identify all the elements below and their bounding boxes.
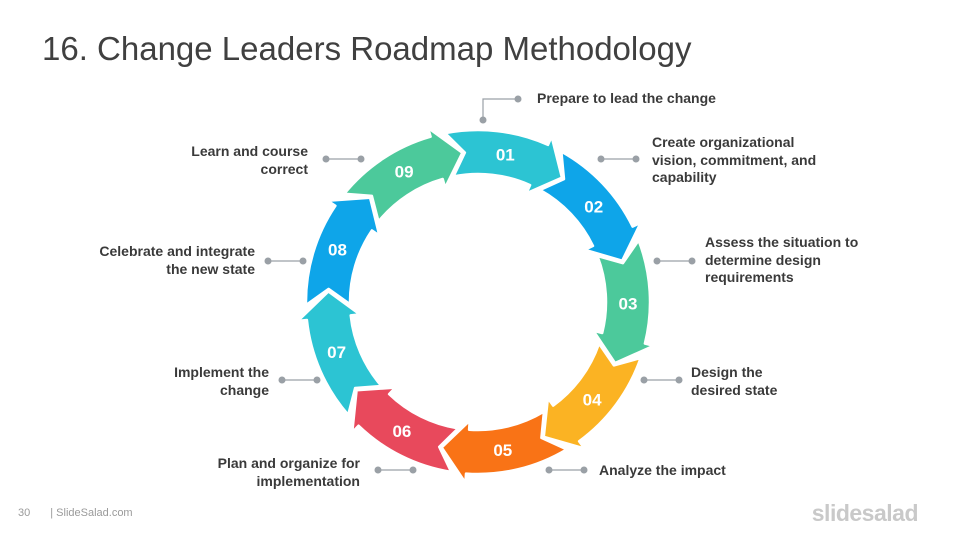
connector-dot bbox=[597, 155, 605, 163]
step-number-06: 06 bbox=[392, 422, 411, 441]
step-arrow-09 bbox=[343, 126, 464, 223]
step-label-04: Design the desired state bbox=[691, 364, 778, 398]
step-arrow-05 bbox=[440, 410, 568, 484]
step-number-02: 02 bbox=[584, 198, 603, 217]
connector-dot bbox=[313, 376, 321, 384]
slide-title: 16. Change Leaders Roadmap Methodology bbox=[42, 30, 692, 67]
footer-link: | SlideSalad.com bbox=[50, 507, 133, 519]
connector-dot bbox=[688, 257, 696, 265]
connector-dot bbox=[640, 376, 648, 384]
step-arrow-07 bbox=[296, 290, 383, 417]
connector-dot bbox=[299, 257, 307, 265]
connector-line-01 bbox=[482, 98, 518, 120]
connector-dot bbox=[653, 257, 661, 265]
step-number-05: 05 bbox=[493, 441, 512, 460]
page-number: 30 bbox=[18, 507, 31, 519]
connector-dot bbox=[264, 257, 272, 265]
step-label-05: Analyze the impact bbox=[599, 462, 726, 478]
step-number-01: 01 bbox=[496, 146, 515, 165]
connector-dot bbox=[580, 466, 588, 474]
step-number-09: 09 bbox=[395, 162, 414, 181]
connector-dot bbox=[632, 155, 640, 163]
step-arrow-06 bbox=[351, 386, 460, 474]
step-arrow-02 bbox=[538, 150, 642, 262]
step-label-01: Prepare to lead the change bbox=[537, 90, 716, 106]
step-label-02: Create organizational vision, commitment… bbox=[652, 134, 817, 185]
step-number-07: 07 bbox=[327, 343, 346, 362]
step-number-04: 04 bbox=[583, 390, 602, 409]
step-label-03: Assess the situation to determine design… bbox=[705, 234, 859, 285]
step-number-03: 03 bbox=[619, 294, 638, 313]
connector-dot bbox=[374, 466, 382, 474]
step-label-09: Learn and course correct bbox=[191, 143, 308, 177]
step-arrow-08 bbox=[304, 196, 381, 307]
connector-dot bbox=[278, 376, 286, 384]
footer: 30 | SlideSalad.com bbox=[18, 507, 133, 519]
step-label-07: Implement the change bbox=[174, 364, 269, 398]
step-arrow-01 bbox=[443, 128, 564, 195]
connector-dot bbox=[479, 116, 487, 124]
connector-dot bbox=[545, 466, 553, 474]
step-label-06: Plan and organize for implementation bbox=[217, 455, 360, 489]
step-arrow-04 bbox=[542, 342, 642, 450]
connector-dot bbox=[409, 466, 417, 474]
step-number-08: 08 bbox=[328, 241, 347, 260]
step-arrow-03 bbox=[592, 239, 655, 365]
connector-dot bbox=[322, 155, 330, 163]
step-label-08: Celebrate and integrate the new state bbox=[99, 243, 255, 277]
connector-dot bbox=[675, 376, 683, 384]
connector-dot bbox=[514, 95, 522, 103]
connector-dot bbox=[357, 155, 365, 163]
brand-logo: slidesalad bbox=[811, 500, 919, 526]
